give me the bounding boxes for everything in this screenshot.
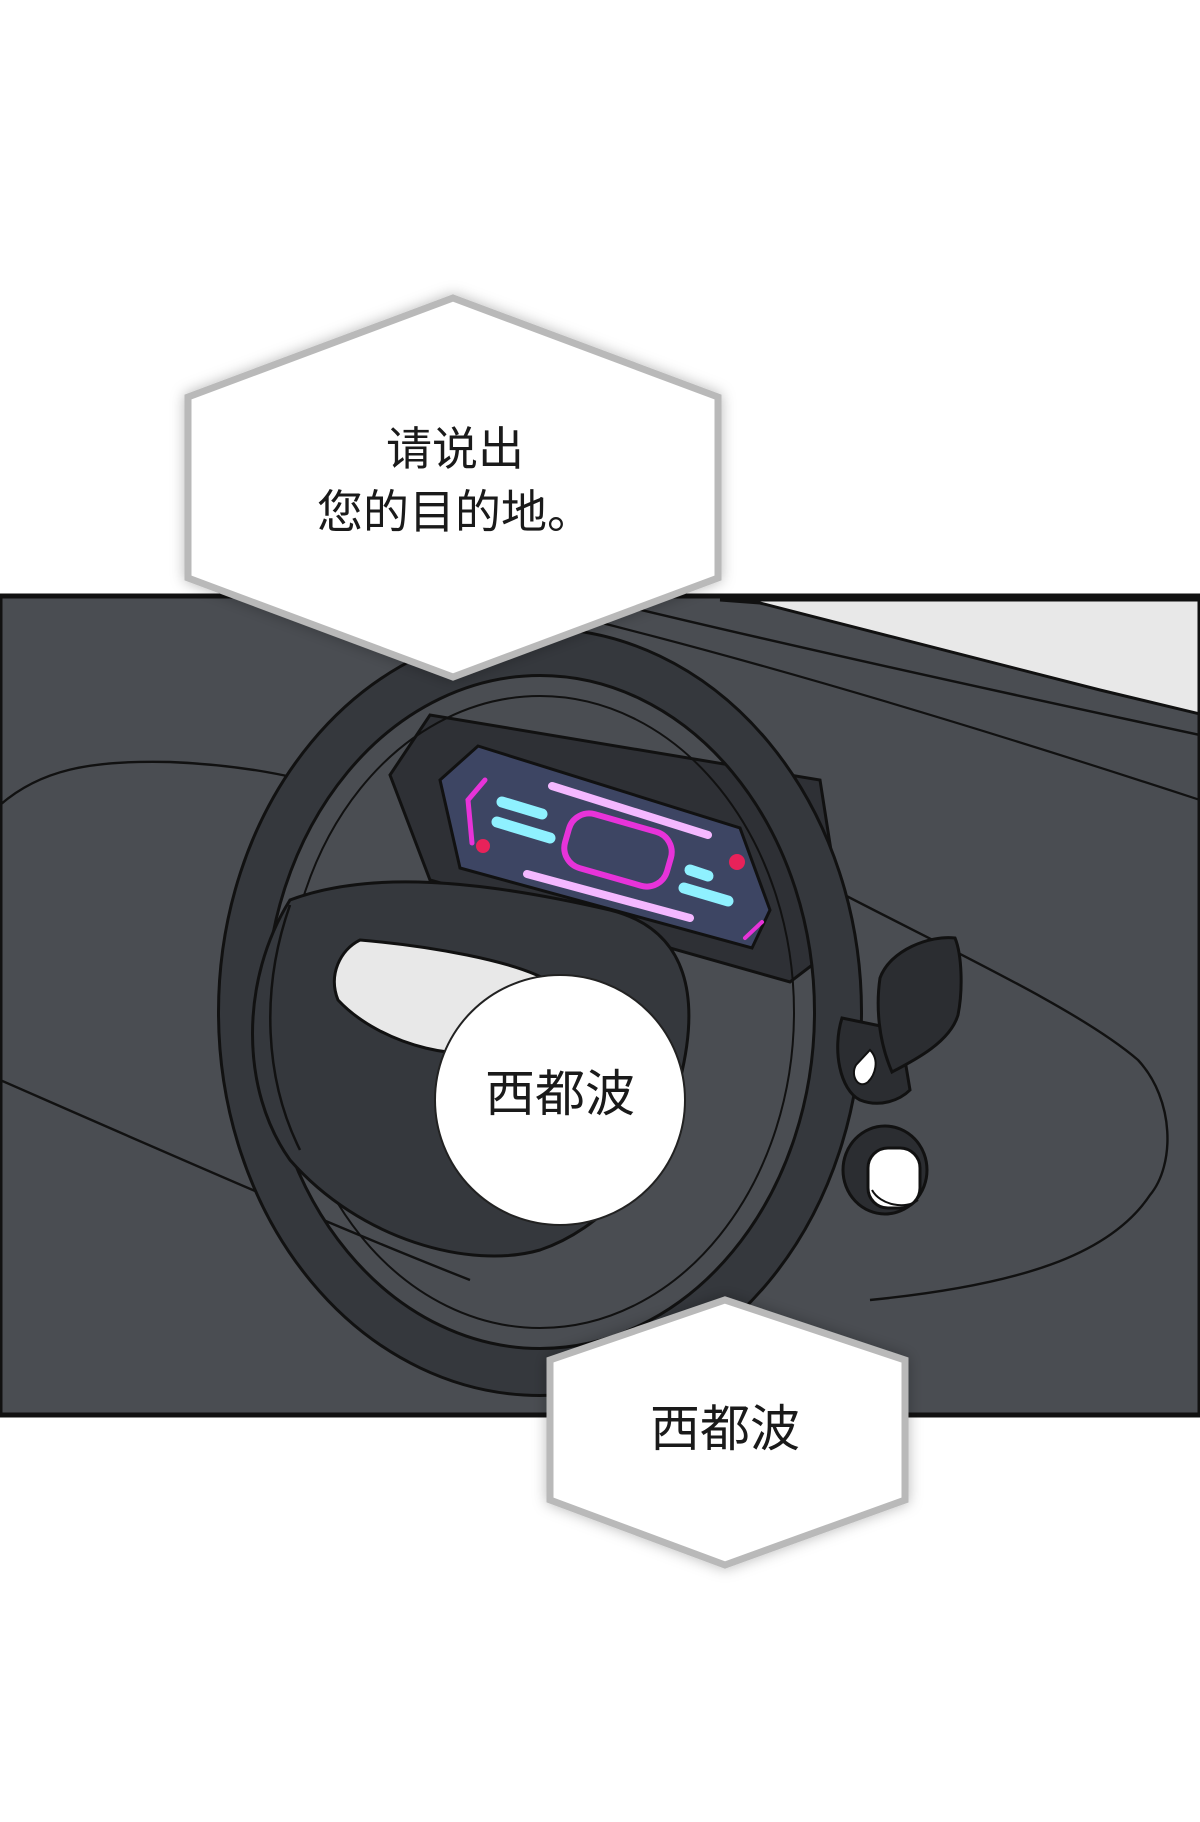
speech-text-hex-bottom: 西都波 <box>650 1400 800 1458</box>
dash-line <box>834 888 1169 1302</box>
instrument-screen <box>438 744 772 950</box>
knob <box>841 1124 929 1216</box>
dash-line <box>599 598 1200 737</box>
screen-bar <box>523 870 694 922</box>
dash-line <box>0 1078 471 1282</box>
screen-bar <box>491 816 556 844</box>
speech-text-round: 西都波 <box>485 1065 635 1123</box>
hex-bubble-top <box>184 294 722 681</box>
screen-bracket <box>743 920 764 940</box>
screen-body <box>438 744 772 950</box>
screen-center-frame <box>561 810 675 890</box>
screen-dot <box>476 839 490 853</box>
screen-bar <box>684 864 714 882</box>
screen-bar <box>678 882 734 907</box>
screen-dot <box>729 854 745 870</box>
hex-bottom-bubble <box>546 1296 909 1569</box>
screen-bracket <box>465 777 488 846</box>
ignition-lever <box>836 936 963 1105</box>
round-bubble <box>434 974 686 1226</box>
speech-text-destination-prompt: 请说出 您的目的地。 <box>317 422 593 540</box>
screen-bar <box>548 782 712 839</box>
window-light-area <box>719 598 1200 716</box>
dash-line <box>589 618 1200 802</box>
screen-bar <box>496 796 548 820</box>
